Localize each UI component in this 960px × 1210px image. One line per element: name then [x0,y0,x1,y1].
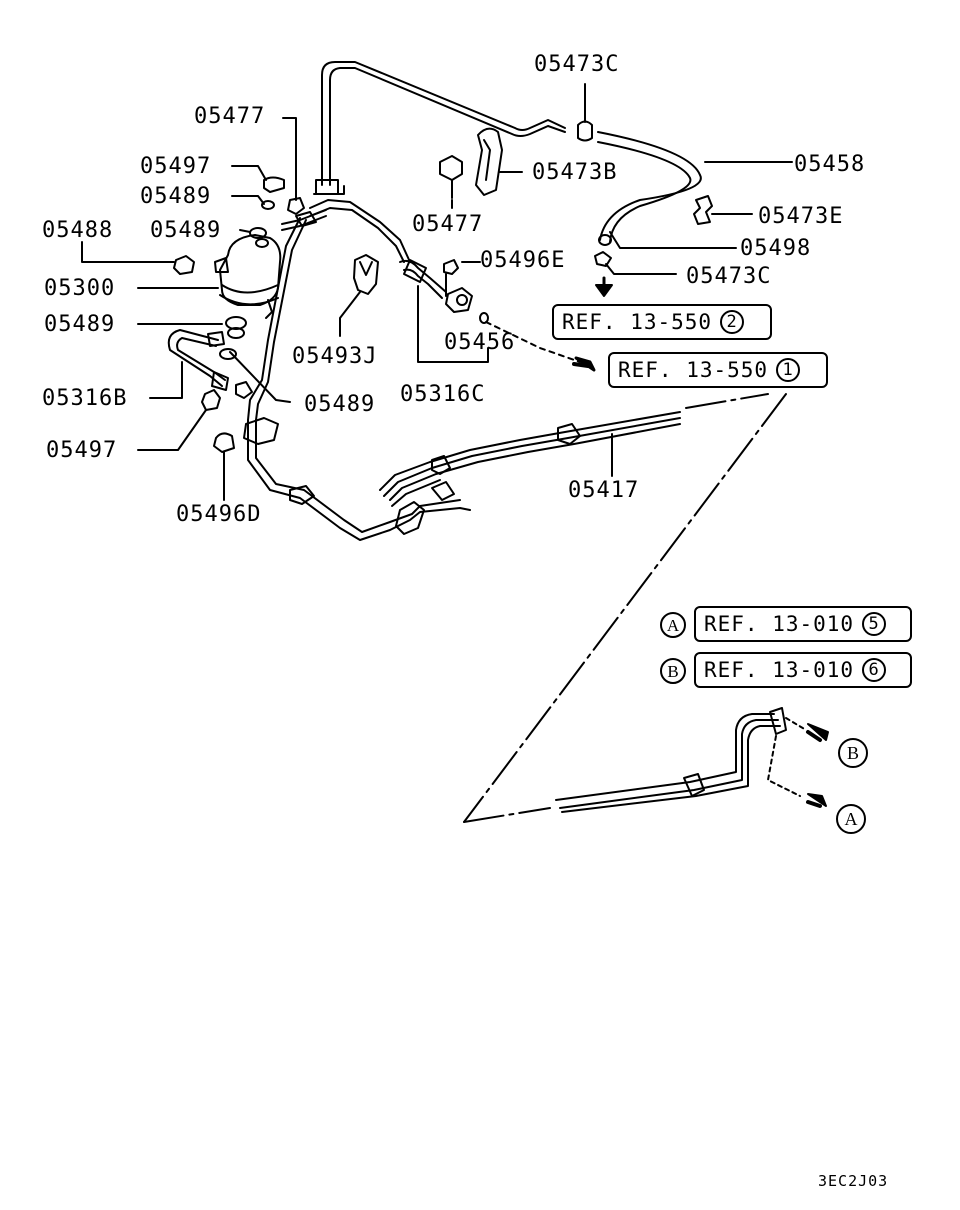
label-05498: 05498 [740,236,812,261]
label-05473E: 05473E [758,204,844,229]
ref-number-circle: 1 [776,358,801,382]
tag-circle-a: A [660,612,686,638]
reservoir-05300 [219,234,282,306]
hose-clip-mid [594,251,612,267]
ref-text: REF. 13-550 [618,358,769,382]
label-05489-c: 05489 [44,312,116,337]
ref-number-circle: 6 [862,658,887,682]
ref-text: REF. 13-550 [562,310,713,334]
ref-number-circle: 5 [862,612,887,636]
bolt-05496D [213,432,235,453]
label-05456: 05456 [444,330,516,355]
ref-text: REF. 13-010 [704,612,855,636]
ref-number-circle: 2 [720,310,745,334]
tube-run-05417 [247,419,471,541]
ref-box-13-010-6[interactable]: REF. 13-010 6 [694,652,912,688]
pipe-clamp-1 [243,417,279,445]
detail-line-upper [463,393,787,823]
fitting-05456 [445,287,473,313]
label-05316B: 05316B [42,386,128,411]
ref-box-13-550-2[interactable]: REF. 13-550 2 [552,304,772,340]
cap-05497 [263,176,285,193]
grommet-05488 [173,255,195,275]
label-05497-top: 05497 [140,154,212,179]
label-05496E: 05496E [480,248,566,273]
pipe-clamp-4 [431,455,451,475]
label-05497-bottom: 05497 [46,438,118,463]
label-05477-top: 05477 [194,104,266,129]
pipe-clamp-2 [289,485,315,505]
label-05489-b: 05489 [150,218,222,243]
pressure-hose-05316B [167,329,223,387]
label-05473B: 05473B [532,160,618,185]
clip-05473E [693,195,713,225]
ref-text: REF. 13-010 [704,658,855,682]
label-05316C: 05316C [400,382,486,407]
bolt-05496E [443,259,459,275]
pipe-clamp-5 [557,423,581,445]
detail-marker-a: A [836,804,866,834]
ref-leader-dashed [485,321,581,363]
pipe-clamp-top [315,179,339,195]
hose-05458 [597,131,702,241]
label-05477-mid: 05477 [412,212,484,237]
hose-clip-top [577,120,593,142]
label-05493J: 05493J [292,344,378,369]
label-05489-a: 05489 [140,184,212,209]
label-05300: 05300 [44,276,116,301]
label-05458: 05458 [794,152,866,177]
hose-05316C [399,259,447,293]
return-pipe-upper [321,61,566,186]
label-05473C-top: 05473C [534,52,620,77]
fitting-05497 [201,389,221,411]
detail-marker-b: B [838,738,868,768]
label-05417: 05417 [568,478,640,503]
label-05489-d: 05489 [304,392,376,417]
pipe-clamp-3 [395,501,425,535]
detail-tubes [555,713,775,801]
label-05473C-mid: 05473C [686,264,772,289]
label-05488: 05488 [42,218,114,243]
bolt-05477-mid [439,155,463,181]
label-05496D: 05496D [176,502,262,527]
detail-line-lower [685,393,769,409]
bracket-05473B [475,127,503,196]
ref-box-13-010-5[interactable]: REF. 13-010 5 [694,606,912,642]
drawing-code: 3EC2J03 [818,1172,889,1190]
ref-box-13-550-1[interactable]: REF. 13-550 1 [608,352,828,388]
tag-circle-b: B [660,658,686,684]
tube-line-main [309,199,411,263]
clip-05493J [353,254,379,295]
